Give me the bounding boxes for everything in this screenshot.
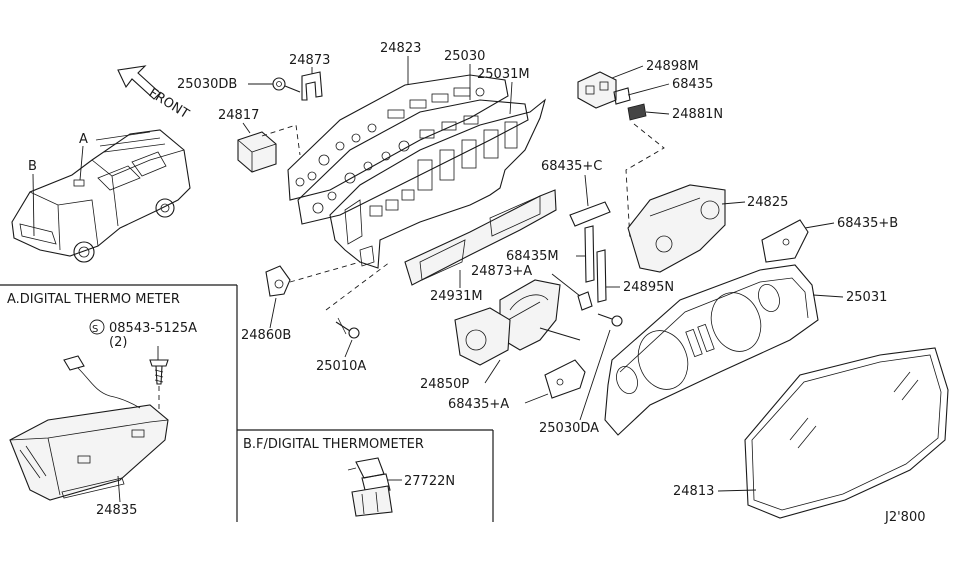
label-25030DA: 25030DA xyxy=(539,421,599,436)
label-24873A: 24873+A xyxy=(471,264,532,279)
label-08543: 08543-5125A xyxy=(109,321,197,336)
pad-68435 xyxy=(613,87,631,105)
label-24823: 24823 xyxy=(380,41,421,56)
glass-24813 xyxy=(744,347,949,519)
label-24850P: 24850P xyxy=(420,377,469,392)
diagram-code: J2'800 xyxy=(884,510,926,525)
label-68435A: 68435+A xyxy=(448,397,509,412)
label-24873: 24873 xyxy=(289,53,330,68)
label-68435C: 68435+C xyxy=(541,159,602,174)
section-a-box xyxy=(0,284,238,522)
printed-circuit-24823 xyxy=(287,74,509,201)
plate-68435B xyxy=(761,219,809,263)
meter-24850P xyxy=(454,279,581,366)
label-plate-68435A xyxy=(544,359,586,399)
screw-25010A xyxy=(335,317,360,339)
label-24835: 24835 xyxy=(96,503,137,518)
mask-25031 xyxy=(604,264,819,436)
label-25031: 25031 xyxy=(846,290,887,305)
label-68435M: 68435M xyxy=(506,249,559,264)
case-25031M xyxy=(329,98,546,269)
vehicle-illustration xyxy=(11,129,191,263)
label-24898M: 24898M xyxy=(646,59,699,74)
strip-24895N xyxy=(596,249,607,303)
screw-08543 xyxy=(149,359,169,385)
label-27722N: 27722N xyxy=(404,474,455,489)
thermometer-module-24835 xyxy=(9,355,169,501)
panel-24931M xyxy=(404,189,557,286)
label-24881N: 24881N xyxy=(672,107,723,122)
label-24813: 24813 xyxy=(673,484,714,499)
label-24931M: 24931M xyxy=(430,289,483,304)
label-24825: 24825 xyxy=(747,195,788,210)
strip-68435M xyxy=(584,225,595,283)
vehicle-callout-a: A xyxy=(79,132,88,147)
clip-24873A xyxy=(577,291,593,311)
label-08543-qty: (2) xyxy=(109,335,127,350)
section-b-title: B.F/DIGITAL THERMOMETER xyxy=(243,437,424,452)
label-24860B: 24860B xyxy=(241,328,291,343)
connector-24817 xyxy=(237,131,277,173)
screw-prefix: S xyxy=(92,324,98,335)
label-24817: 24817 xyxy=(218,108,259,123)
section-a-title: A.DIGITAL THERMO METER xyxy=(7,292,180,307)
section-b-box xyxy=(237,429,494,522)
sensor-27722N xyxy=(347,457,393,517)
label-68435: 68435 xyxy=(672,77,713,92)
tachometer-24825 xyxy=(627,184,726,273)
vehicle-callout-b: B xyxy=(28,159,37,174)
front-arrow-icon xyxy=(117,65,161,100)
screw-25030DA xyxy=(597,313,623,327)
screw-25030DB xyxy=(272,77,301,93)
label-25030DB: 25030DB xyxy=(177,77,237,92)
label-25030: 25030 xyxy=(444,49,485,64)
label-24895N: 24895N xyxy=(623,280,674,295)
clip-24860B xyxy=(265,265,291,297)
label-25010A: 25010A xyxy=(316,359,366,374)
socket-24898M xyxy=(577,71,617,109)
housing-25030 xyxy=(297,99,529,225)
plate-68435C xyxy=(569,201,611,227)
label-68435B: 68435+B xyxy=(837,216,898,231)
pad-24881N xyxy=(627,103,647,121)
screw-symbol-icon xyxy=(89,319,105,335)
bracket-24873 xyxy=(301,71,323,101)
